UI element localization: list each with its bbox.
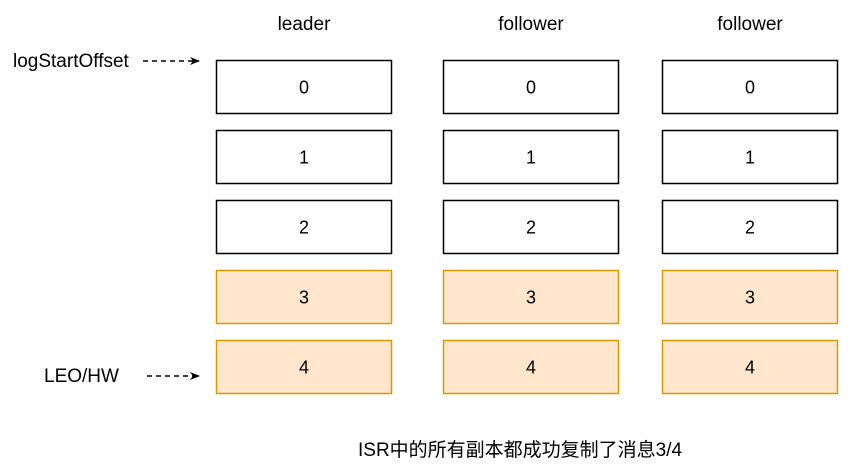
log-cell-box [661, 199, 839, 255]
log-cell-box [661, 129, 839, 185]
log-cell-box [442, 199, 620, 255]
log-cell: 0 [215, 59, 393, 115]
log-cell-offset: 4 [299, 358, 309, 378]
log-cell: 2 [661, 199, 839, 255]
log-cell-box-committed [215, 269, 393, 325]
diagram-caption: ISR中的所有副本都成功复制了消息3/4 [358, 440, 683, 461]
log-cell-box [661, 59, 839, 115]
log-cell-offset: 2 [299, 218, 309, 238]
log-cell: 1 [661, 129, 839, 185]
leo-hw-label: LEO/HW [44, 366, 119, 387]
column-title-leader: leader [277, 14, 331, 35]
log-cell: 1 [442, 129, 620, 185]
log-cell: 3 [661, 269, 839, 325]
log-cell-offset: 2 [745, 218, 755, 238]
log-cell-offset: 3 [299, 288, 309, 308]
log-cell: 2 [215, 199, 393, 255]
log-cell: 0 [661, 59, 839, 115]
log-cell-offset: 0 [745, 78, 755, 98]
log-cell-offset: 0 [299, 78, 309, 98]
log-cell-offset: 3 [745, 288, 755, 308]
log-cell: 0 [442, 59, 620, 115]
log-cell-offset: 4 [526, 358, 536, 378]
log-cell-box [442, 129, 620, 185]
log-cell: 1 [215, 129, 393, 185]
log-cell-box [215, 199, 393, 255]
log-cell-offset: 1 [745, 148, 755, 168]
log-cell-box [442, 59, 620, 115]
log-cell-offset: 2 [526, 218, 536, 238]
column-title-follower-2: follower [717, 14, 783, 35]
log-cell-box-committed [661, 339, 839, 395]
log-cell-offset: 1 [526, 148, 536, 168]
log-cell-offset: 1 [299, 148, 309, 168]
log-cell-box-committed [442, 339, 620, 395]
log-cell-box [215, 129, 393, 185]
log-cell: 2 [442, 199, 620, 255]
log-cell-offset: 3 [526, 288, 536, 308]
log-start-offset-label: logStartOffset [13, 51, 129, 72]
log-cell: 4 [661, 339, 839, 395]
log-cell: 4 [442, 339, 620, 395]
column-title-follower-1: follower [498, 14, 564, 35]
log-cell: 4 [215, 339, 393, 395]
log-cell-offset: 0 [526, 78, 536, 98]
log-cell: 3 [215, 269, 393, 325]
log-cell: 3 [442, 269, 620, 325]
log-cell-box-committed [215, 339, 393, 395]
log-cell-offset: 4 [745, 358, 755, 378]
log-cell-box-committed [442, 269, 620, 325]
log-cell-box [215, 59, 393, 115]
log-cell-box-committed [661, 269, 839, 325]
